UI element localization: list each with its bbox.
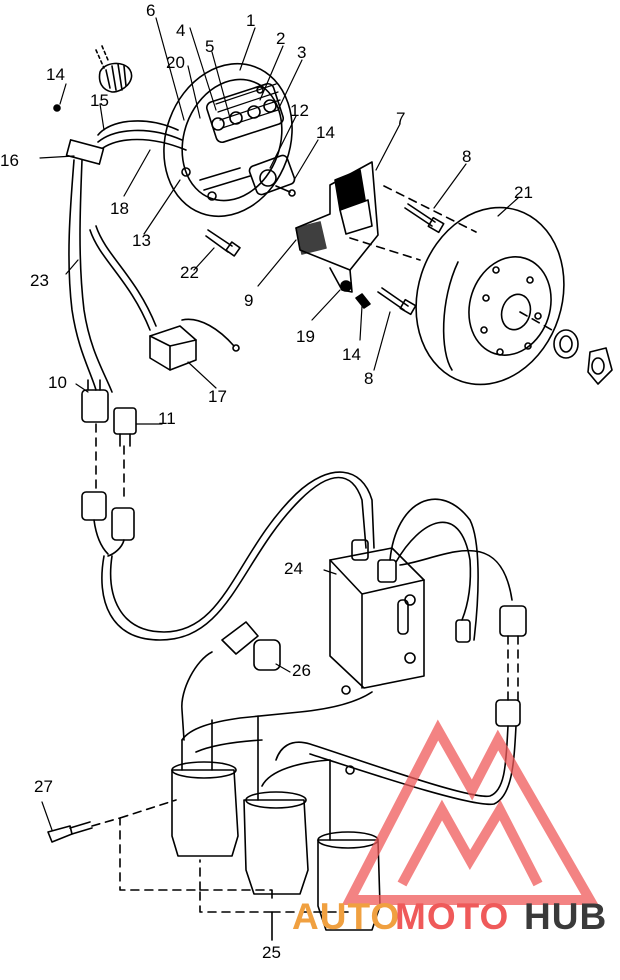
nut-upper <box>341 685 351 695</box>
connector-11 <box>113 407 137 447</box>
cdi-box-24 <box>329 539 425 689</box>
ignition-coil-left <box>171 691 373 857</box>
lighting-coil-bracket <box>295 161 379 293</box>
callout-19: 19 <box>296 327 315 346</box>
pulser-coil <box>199 154 296 196</box>
callout-11: 11 <box>158 409 176 428</box>
spring-top-left <box>95 45 133 93</box>
cdi-wire-b <box>395 521 472 621</box>
wire-harness <box>65 120 187 393</box>
automotohub-logo <box>341 719 599 905</box>
dashed-guide-coils <box>91 799 349 913</box>
nut-lower <box>345 765 355 775</box>
callout-14-upper: 14 <box>46 65 65 84</box>
flywheel-21 <box>415 206 565 386</box>
callout-20: 20 <box>166 53 185 72</box>
dashed-guide-flywheel <box>349 185 553 331</box>
watermark-text: AUTO MOTO HUB <box>292 898 614 940</box>
cdi-wire-a <box>389 498 479 641</box>
callout-14-mid: 14 <box>316 123 335 142</box>
callout-8-lower: 8 <box>364 369 374 388</box>
callout-7: 7 <box>396 109 406 128</box>
watermark-auto: AUTO <box>292 896 401 937</box>
callout-27: 27 <box>34 777 53 796</box>
spark-plug-cap-26 <box>181 621 281 741</box>
callout-4: 4 <box>176 21 186 40</box>
callout-8-upper: 8 <box>462 147 472 166</box>
screw-27 <box>47 821 93 843</box>
callout-17: 17 <box>208 387 227 406</box>
callout-2: 2 <box>276 29 286 48</box>
flywheel-nut <box>587 347 613 385</box>
screw-14-upper <box>53 104 61 112</box>
ignition-coil-middle <box>243 715 331 895</box>
callout-3: 3 <box>297 43 307 62</box>
mating-connector-right <box>107 507 135 557</box>
callout-23: 23 <box>30 271 49 290</box>
main-harness-cable <box>101 471 375 641</box>
rectifier-17 <box>149 318 240 371</box>
screw-14-lower <box>355 293 371 309</box>
callout-22: 22 <box>180 263 199 282</box>
watermark-hub: HUB <box>524 896 608 937</box>
watermark-moto: MOTO <box>395 896 510 937</box>
right-connector <box>275 605 527 806</box>
screw-8-upper <box>404 203 445 234</box>
callout-5: 5 <box>205 37 215 56</box>
screw-22 <box>205 229 241 257</box>
callout-16: 16 <box>0 151 19 170</box>
callout-26: 26 <box>292 661 311 680</box>
dashed-guide-connectors <box>95 423 125 501</box>
callout-6: 6 <box>146 1 156 20</box>
callout-15: 15 <box>90 91 109 110</box>
callout-12: 12 <box>290 101 309 120</box>
callout-1: 1 <box>246 11 256 30</box>
screw-8-lower <box>377 287 417 316</box>
callout-18: 18 <box>110 199 129 218</box>
leader-lines <box>39 17 519 831</box>
cdi-wire-terminal <box>455 619 471 643</box>
stator-coils <box>205 82 285 144</box>
callout-25: 25 <box>262 943 281 962</box>
callout-21: 21 <box>514 183 533 202</box>
callout-14-lower: 14 <box>342 345 361 364</box>
callout-10: 10 <box>48 373 67 392</box>
mating-connector-left <box>81 491 109 555</box>
callout-9: 9 <box>244 291 254 310</box>
callout-13: 13 <box>132 231 151 250</box>
cdi-wire-c <box>399 549 513 601</box>
callout-24: 24 <box>284 559 303 578</box>
flywheel-washer <box>553 329 579 359</box>
connector-10 <box>81 379 109 423</box>
screw-14-mid <box>275 185 296 197</box>
